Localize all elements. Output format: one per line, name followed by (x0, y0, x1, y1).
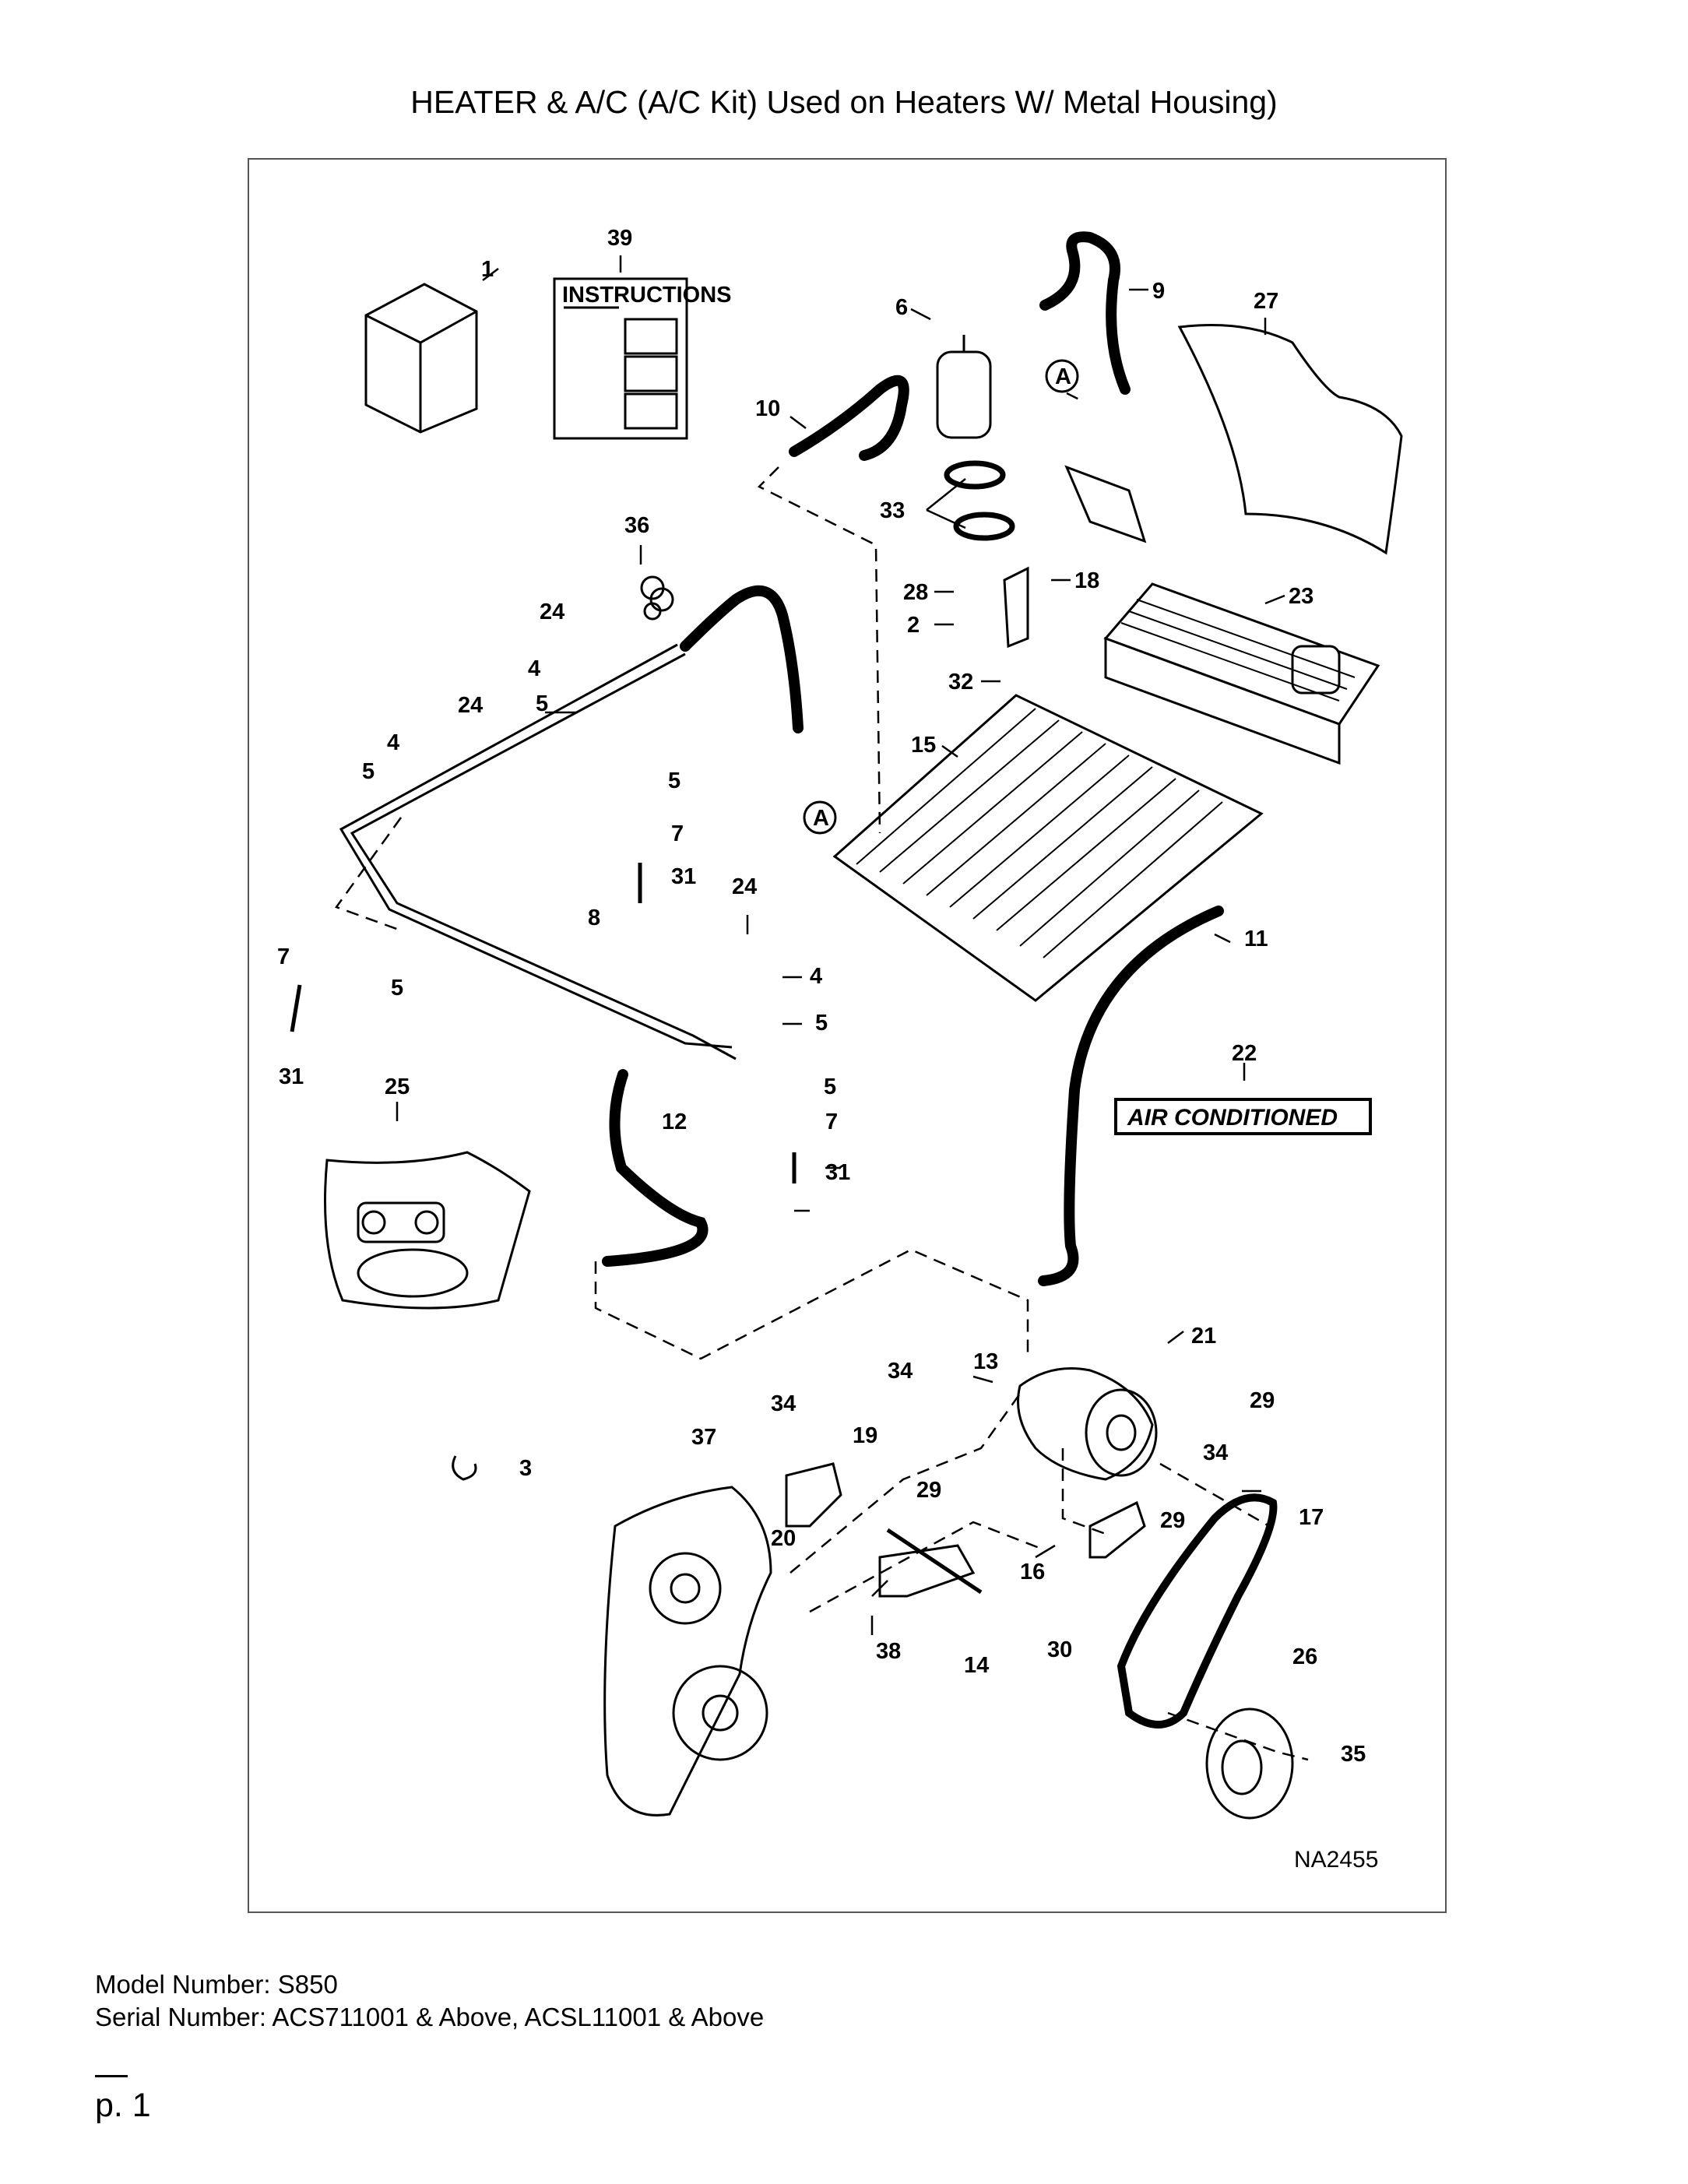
callout-28: 28 (903, 580, 928, 605)
callout-18: 18 (1074, 568, 1099, 593)
instructions-sheet (553, 277, 688, 440)
callout-34b: 34 (771, 1391, 796, 1416)
serial-number: Serial Number: ACS711001 & Above, ACSL11… (95, 2003, 765, 2031)
evaporator-illustration (1103, 582, 1380, 765)
receiver-drier-illustration (936, 335, 992, 439)
callout-4c: 4 (810, 964, 822, 989)
callout-7c: 7 (825, 1110, 838, 1134)
callout-8: 8 (588, 906, 600, 930)
box-kit-illustration (364, 283, 478, 434)
instructions-label: INSTRUCTIONS (562, 283, 732, 308)
callout-13: 13 (973, 1349, 998, 1374)
callout-1: 1 (481, 257, 494, 282)
condenser-illustration (832, 694, 1264, 1002)
callout-21: 21 (1191, 1324, 1216, 1349)
figure-code: NA2455 (1294, 1847, 1378, 1873)
callout-10: 10 (755, 396, 780, 421)
callout-25: 25 (385, 1074, 410, 1099)
callout-23: 23 (1289, 584, 1313, 609)
control-panel-illustration (324, 1151, 531, 1310)
callout-34a: 34 (888, 1359, 913, 1384)
page-number: p. 1 (95, 2087, 151, 2124)
callout-2: 2 (907, 613, 920, 638)
callout-31b: 31 (279, 1064, 304, 1089)
callout-27: 27 (1254, 289, 1278, 314)
callout-9: 9 (1152, 279, 1165, 304)
callout-35: 35 (1341, 1742, 1366, 1767)
callout-29b: 29 (916, 1478, 941, 1503)
clip-illustration (640, 575, 674, 621)
compressor-illustration (1017, 1367, 1158, 1481)
diagram-frame (248, 158, 1447, 1913)
engine-illustration (603, 1486, 772, 1816)
callout-group: 1 39 6 9 27 10 33 36 18 23 28 2 24 32 4 … (277, 226, 1366, 1767)
callout-5b: 5 (362, 759, 375, 784)
callout-12: 12 (662, 1110, 687, 1134)
connector-label-a-left: A (813, 806, 829, 831)
callout-34c: 34 (1203, 1440, 1228, 1465)
callout-4a: 4 (528, 656, 540, 681)
callout-5e: 5 (391, 976, 403, 1001)
callout-30: 30 (1047, 1637, 1072, 1662)
callout-37: 37 (691, 1425, 716, 1450)
callout-32: 32 (948, 670, 973, 695)
pulley-illustration (1205, 1707, 1294, 1820)
callout-26: 26 (1292, 1644, 1317, 1669)
callout-7a: 7 (671, 821, 684, 846)
callout-31a: 31 (671, 864, 696, 889)
connector-label-a-top: A (1055, 364, 1071, 389)
page-rule (95, 2075, 128, 2077)
callout-24b: 24 (458, 693, 483, 718)
callout-17: 17 (1299, 1505, 1324, 1530)
callout-5a: 5 (536, 691, 548, 716)
callout-4b: 4 (387, 730, 399, 755)
callout-6: 6 (895, 295, 908, 320)
callout-31c: 31 (825, 1160, 850, 1185)
callout-20: 20 (771, 1526, 796, 1551)
page-title: HEATER & A/C (A/C Kit) Used on Heaters W… (410, 84, 1278, 120)
callout-33: 33 (880, 498, 905, 523)
callout-3: 3 (519, 1456, 532, 1481)
callout-7b: 7 (277, 944, 290, 969)
callout-5d: 5 (815, 1011, 828, 1036)
callout-11: 11 (1244, 927, 1268, 951)
callout-38: 38 (876, 1639, 901, 1664)
callout-36: 36 (624, 513, 649, 538)
callout-22: 22 (1232, 1041, 1257, 1066)
callout-24c: 24 (732, 874, 757, 899)
decal-text: AIR CONDITIONED (1127, 1105, 1338, 1131)
callout-29c: 29 (1160, 1508, 1185, 1533)
callout-16: 16 (1020, 1560, 1045, 1584)
callout-5c: 5 (668, 768, 680, 793)
callout-14: 14 (964, 1653, 989, 1678)
callout-15: 15 (911, 733, 936, 758)
callout-29a: 29 (1250, 1388, 1275, 1413)
callout-19: 19 (853, 1423, 877, 1448)
callout-39: 39 (607, 226, 632, 251)
callout-24a: 24 (540, 600, 564, 624)
callout-5f: 5 (824, 1074, 836, 1099)
model-number: Model Number: S850 (95, 1970, 338, 1999)
